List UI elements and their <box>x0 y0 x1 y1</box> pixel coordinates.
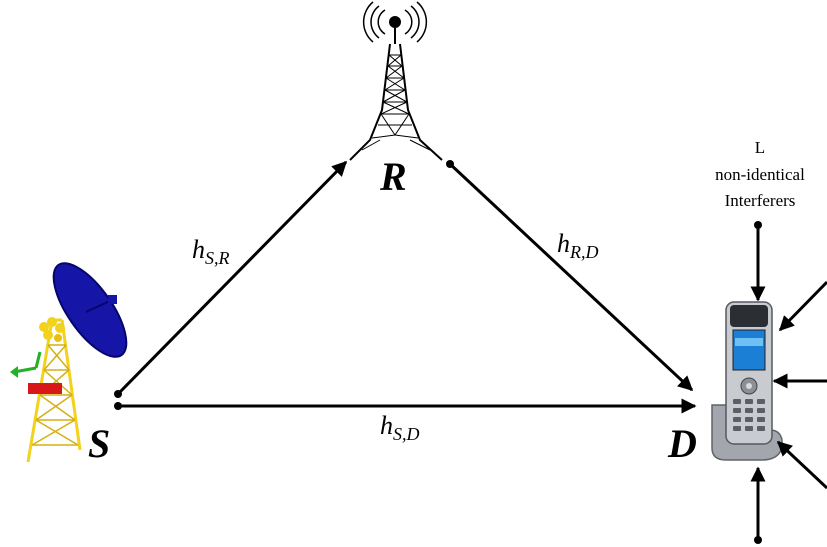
interferers-label-line1: L <box>755 138 765 157</box>
cordless-phone-icon <box>711 301 783 461</box>
satellite-dish-tower-icon <box>10 262 128 463</box>
link-s-r <box>116 160 348 396</box>
relay-dot <box>446 160 454 168</box>
destination-label: D <box>667 421 697 466</box>
source-label: S <box>88 421 110 466</box>
radio-tower-icon <box>349 1 443 161</box>
interferer-arrows <box>750 221 827 544</box>
channel-label-sd: hS,D <box>380 411 420 444</box>
channel-label-rd: hR,D <box>557 229 599 262</box>
interferers-label-line2: non-identical <box>715 165 805 184</box>
interferers-label-line3: Interferers <box>725 191 796 210</box>
source-upper-dot <box>114 390 122 398</box>
relay-label: R <box>379 154 407 199</box>
channel-label-sr: hS,R <box>192 235 230 268</box>
link-r-d <box>448 162 694 392</box>
source-lower-dot <box>114 402 122 410</box>
